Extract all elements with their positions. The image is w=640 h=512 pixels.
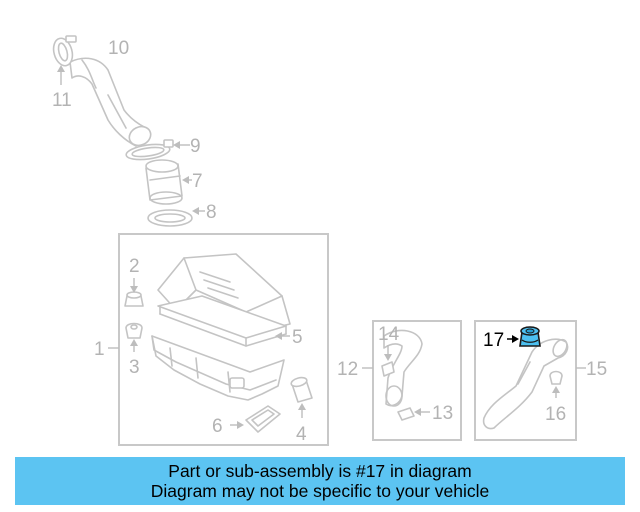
- callout-2: 2: [129, 256, 140, 277]
- callout-4: 4: [296, 424, 307, 445]
- air-flow-sensor-part-7[interactable]: [145, 159, 183, 205]
- air-cleaner-lower-housing[interactable]: [151, 335, 285, 401]
- hose-clamp-part-9[interactable]: [125, 139, 174, 162]
- parts-diagram: 11 10 9 7 8 1 5: [51, 35, 607, 446]
- callout-12: 12: [337, 359, 358, 380]
- resonator-assembly-box: [372, 320, 462, 441]
- callout-16: 16: [545, 404, 566, 425]
- air-filter-element-part-5[interactable]: [157, 295, 287, 347]
- clip-part-16[interactable]: [549, 370, 563, 385]
- banner-line-part: Part or sub-assembly is #17 in diagram: [168, 461, 472, 481]
- seal-ring-part-8[interactable]: [147, 209, 193, 227]
- clip-part-13[interactable]: [397, 407, 415, 421]
- callout-14: 14: [378, 324, 400, 345]
- callout-9: 9: [190, 136, 201, 157]
- callout-7: 7: [192, 171, 203, 192]
- callout-1: 1: [94, 339, 105, 360]
- air-cleaner-assembly-box: [118, 233, 329, 446]
- seal-part-6[interactable]: [245, 405, 281, 433]
- callout-5: 5: [292, 327, 303, 348]
- sleeve-part-4[interactable]: [290, 376, 313, 403]
- callout-3: 3: [129, 357, 140, 378]
- part-info-banner: Part or sub-assembly is #17 in diagram D…: [15, 457, 625, 505]
- callout-17: 17: [483, 330, 504, 351]
- callout-15: 15: [586, 359, 607, 380]
- callout-10: 10: [108, 38, 129, 59]
- callout-13: 13: [432, 403, 453, 424]
- banner-line-disclaimer: Diagram may not be specific to your vehi…: [150, 481, 490, 501]
- callout-11: 11: [52, 90, 72, 111]
- callout-8: 8: [206, 202, 217, 223]
- insulator-part-3[interactable]: [125, 322, 143, 339]
- highlighted-grommet-part-17[interactable]: [519, 326, 541, 347]
- air-duct-assembly-box: [474, 320, 577, 441]
- grommet-part-2[interactable]: [124, 291, 144, 307]
- hose-clamp-part-11[interactable]: [51, 35, 77, 68]
- callout-6: 6: [212, 416, 223, 437]
- air-duct-part[interactable]: [482, 337, 570, 430]
- intake-duct-part-10[interactable]: [69, 57, 154, 149]
- resonator-duct[interactable]: [383, 329, 423, 407]
- clip-part-14[interactable]: [381, 361, 395, 377]
